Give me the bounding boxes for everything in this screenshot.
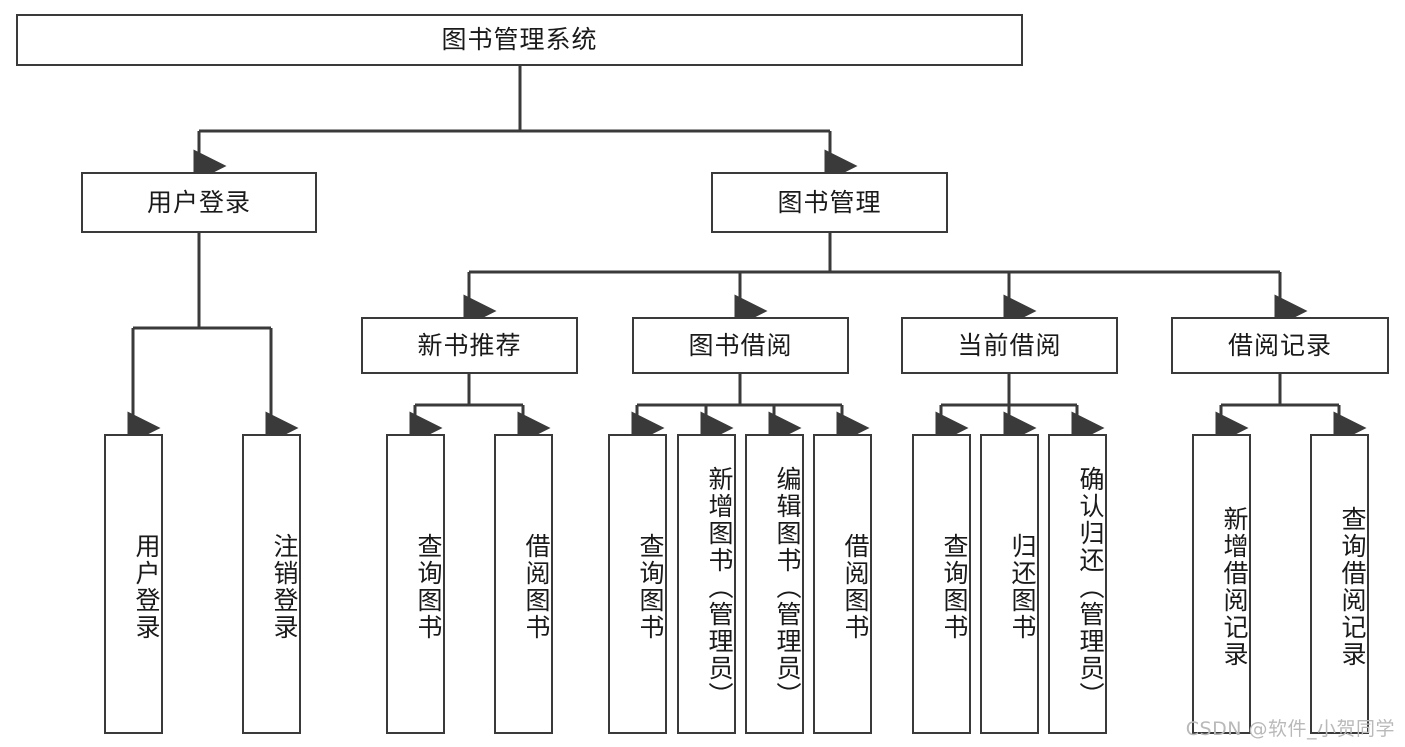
node-book-manage[interactable]: 图书管理 bbox=[711, 172, 948, 233]
node-leaf-query-book-3-label: 查询图书 bbox=[940, 533, 969, 641]
node-leaf-add-book-label: 新增图书（管理员） bbox=[705, 465, 734, 709]
node-leaf-edit-book[interactable]: 编辑图书（管理员） bbox=[745, 434, 804, 734]
node-leaf-edit-book-label: 编辑图书（管理员） bbox=[773, 465, 802, 709]
node-leaf-logout-label: 注销登录 bbox=[270, 533, 299, 641]
node-root[interactable]: 图书管理系统 bbox=[16, 14, 1023, 66]
node-leaf-borrow-book-2-label: 借阅图书 bbox=[841, 533, 870, 641]
node-leaf-add-record[interactable]: 新增借阅记录 bbox=[1192, 434, 1251, 734]
node-leaf-query-book-2[interactable]: 查询图书 bbox=[608, 434, 667, 734]
node-leaf-add-book[interactable]: 新增图书（管理员） bbox=[677, 434, 736, 734]
csdn-watermark: CSDN @软件_小贺同学 bbox=[1185, 718, 1395, 740]
node-leaf-return-book[interactable]: 归还图书 bbox=[980, 434, 1039, 734]
node-leaf-query-book-2-label: 查询图书 bbox=[636, 533, 665, 641]
node-root-label: 图书管理系统 bbox=[441, 25, 598, 54]
node-leaf-borrow-book-2[interactable]: 借阅图书 bbox=[813, 434, 872, 734]
node-leaf-query-book-3[interactable]: 查询图书 bbox=[912, 434, 971, 734]
node-leaf-return-book-label: 归还图书 bbox=[1008, 533, 1037, 641]
node-book-borrow[interactable]: 图书借阅 bbox=[632, 317, 849, 374]
node-leaf-query-record[interactable]: 查询借阅记录 bbox=[1310, 434, 1369, 734]
node-leaf-confirm-return-label: 确认归还（管理员） bbox=[1076, 465, 1105, 709]
node-new-book-rec[interactable]: 新书推荐 bbox=[361, 317, 578, 374]
node-book-manage-label: 图书管理 bbox=[777, 187, 882, 217]
node-borrow-record-label: 借阅记录 bbox=[1227, 330, 1332, 360]
node-user-login-label: 用户登录 bbox=[146, 187, 251, 217]
node-current-borrow[interactable]: 当前借阅 bbox=[901, 317, 1118, 374]
node-leaf-borrow-book-1-label: 借阅图书 bbox=[522, 533, 551, 641]
node-user-login[interactable]: 用户登录 bbox=[81, 172, 317, 233]
node-book-borrow-label: 图书借阅 bbox=[688, 330, 793, 360]
node-leaf-query-book-1[interactable]: 查询图书 bbox=[386, 434, 445, 734]
node-leaf-borrow-book-1[interactable]: 借阅图书 bbox=[494, 434, 553, 734]
node-leaf-add-record-label: 新增借阅记录 bbox=[1220, 506, 1249, 668]
node-new-book-rec-label: 新书推荐 bbox=[417, 330, 522, 360]
node-leaf-user-login-label: 用户登录 bbox=[132, 533, 161, 641]
node-leaf-user-login[interactable]: 用户登录 bbox=[104, 434, 163, 734]
node-leaf-query-record-label: 查询借阅记录 bbox=[1338, 506, 1367, 668]
node-borrow-record[interactable]: 借阅记录 bbox=[1171, 317, 1389, 374]
node-current-borrow-label: 当前借阅 bbox=[957, 330, 1062, 360]
node-leaf-logout[interactable]: 注销登录 bbox=[242, 434, 301, 734]
node-leaf-query-book-1-label: 查询图书 bbox=[414, 533, 443, 641]
node-leaf-confirm-return[interactable]: 确认归还（管理员） bbox=[1048, 434, 1107, 734]
